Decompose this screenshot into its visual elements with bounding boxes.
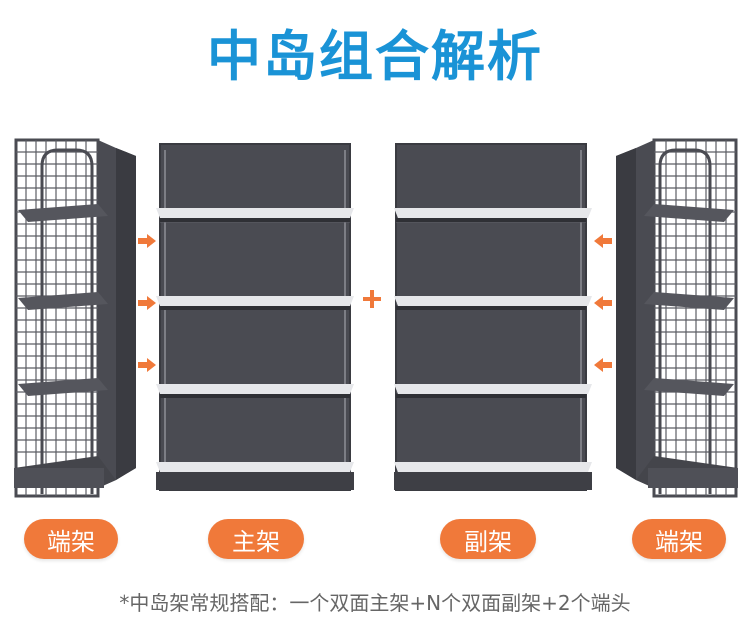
footnote: *中岛架常规搭配：一个双面主架+N个双面副架+2个端头	[119, 591, 631, 615]
arrow-right-icon	[138, 358, 156, 372]
label-end-rack-right: 端架	[632, 519, 726, 559]
main-rack	[156, 143, 354, 491]
end-rack-left	[14, 138, 136, 498]
arrow-left-icon	[594, 234, 612, 248]
plus-icon	[363, 290, 381, 308]
label-sub-rack: 副架	[440, 519, 536, 559]
sub-rack	[394, 143, 592, 491]
arrow-left-icon	[594, 358, 612, 372]
label-end-rack-left: 端架	[24, 519, 118, 559]
arrow-right-icon	[138, 296, 156, 310]
page-title: 中岛组合解析	[207, 25, 543, 88]
label-main-rack: 主架	[208, 519, 304, 559]
arrow-left-icon	[594, 296, 612, 310]
arrow-right-icon	[138, 234, 156, 248]
end-rack-right	[616, 138, 738, 498]
